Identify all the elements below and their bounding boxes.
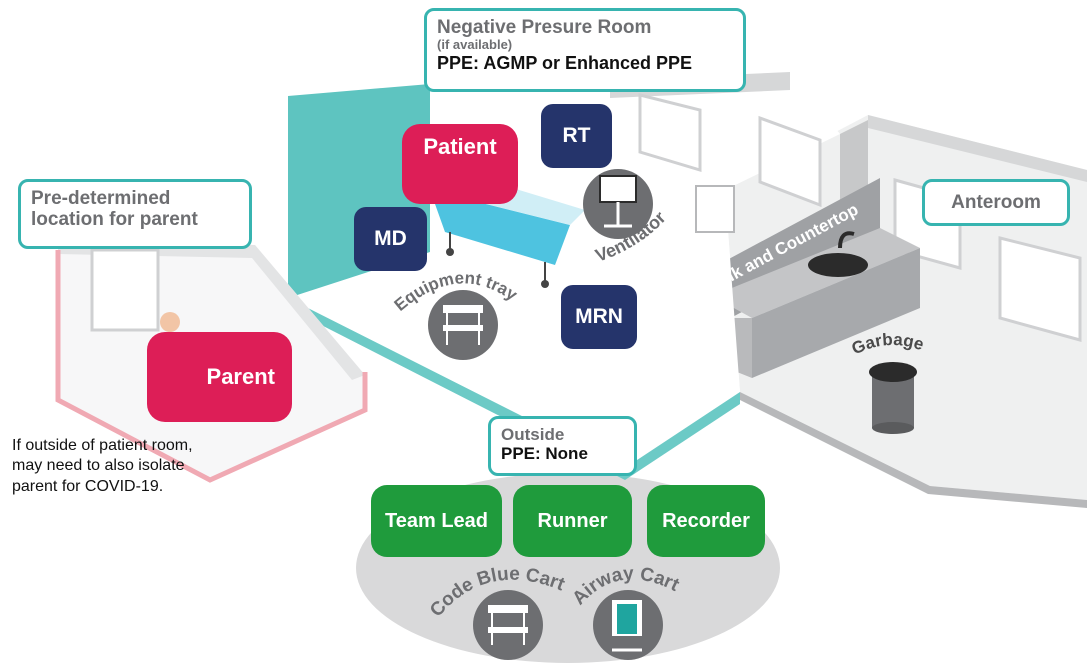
ventilator-icon — [583, 169, 653, 239]
anteroom-callout: Anteroom — [922, 179, 1070, 226]
md-badge: MD — [354, 207, 427, 271]
parent-room-window — [90, 248, 160, 332]
code-blue-cart-icon — [473, 590, 543, 660]
team-lead-badge: Team Lead — [371, 485, 502, 557]
negative-pressure-callout: Negative Presure Room (if available) PPE… — [424, 8, 746, 92]
outside-callout: Outside PPE: None — [488, 416, 637, 476]
runner-badge: Runner — [513, 485, 632, 557]
negative-pressure-title: Negative Presure Room — [437, 17, 652, 38]
room-window-2 — [758, 115, 822, 208]
parent-location-line1: Pre-determined — [31, 188, 171, 209]
mrn-badge: MRN — [561, 285, 637, 349]
airway-cart-icon — [593, 590, 663, 660]
anteroom-title: Anteroom — [951, 191, 1041, 213]
room-window-1 — [638, 93, 702, 173]
rt-badge: RT — [541, 104, 612, 168]
garbage-bin-icon — [869, 362, 917, 434]
outside-title: Outside — [501, 425, 565, 444]
parent-location-callout: Pre-determined location for parent — [18, 179, 252, 249]
parent-isolation-note: If outside of patient room, may need to … — [12, 437, 193, 495]
wall-vent-icon — [695, 185, 735, 233]
parent-location-line2: location for parent — [31, 209, 198, 231]
negative-pressure-subtitle: (if available) — [437, 37, 513, 53]
equipment-tray-icon — [428, 290, 498, 360]
outside-ppe: PPE: None — [501, 444, 588, 464]
anteroom-window-right — [998, 236, 1082, 342]
recorder-badge: Recorder — [647, 485, 765, 557]
patient-badge: Patient — [402, 124, 518, 204]
parent-badge: Parent — [147, 332, 292, 422]
negative-pressure-ppe: PPE: AGMP or Enhanced PPE — [437, 52, 693, 73]
